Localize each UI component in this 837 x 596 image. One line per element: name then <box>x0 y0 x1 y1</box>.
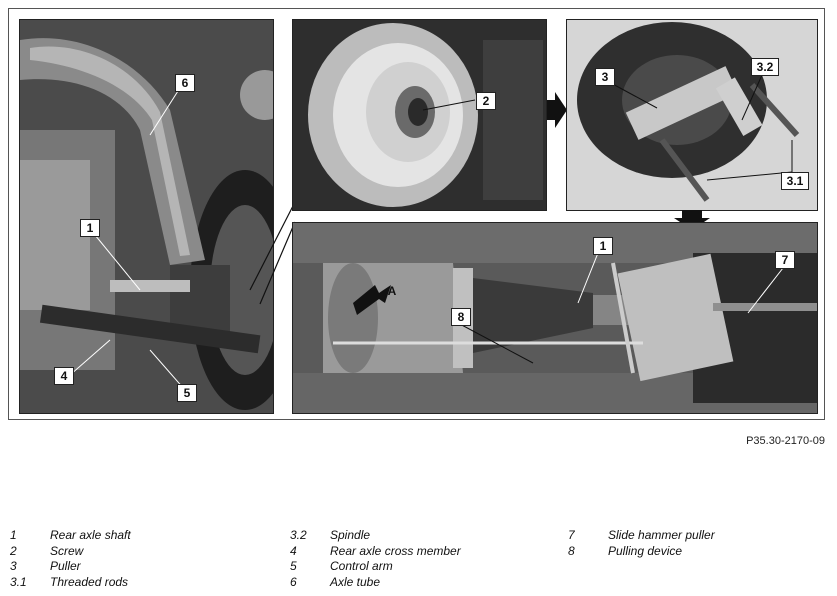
photo-puller: 3 3.2 3.1 <box>566 19 818 211</box>
connector-lines <box>249 201 296 305</box>
callout-5: 5 <box>177 384 197 402</box>
callout-1-detail: 1 <box>593 237 613 255</box>
callout-3: 3 <box>595 68 615 86</box>
photo-underbody: 6 1 4 5 <box>19 19 274 414</box>
arrow-down-icon <box>674 210 710 230</box>
callout-4: 4 <box>54 367 74 385</box>
callout-8: 8 <box>451 308 471 326</box>
callout-3-2: 3.2 <box>751 58 779 76</box>
callout-2: 2 <box>476 92 496 110</box>
callout-3-1: 3.1 <box>781 172 809 190</box>
arrow-right-icon <box>547 92 567 128</box>
photo-pulling-device: 1 7 A 8 <box>292 222 818 414</box>
callout-6: 6 <box>175 74 195 92</box>
figure-reference: P35.30-2170-09 <box>746 435 825 447</box>
callout-A: A <box>387 284 397 298</box>
photo-brake-drum: 2 <box>292 19 547 211</box>
callout-7: 7 <box>775 251 795 269</box>
callout-1: 1 <box>80 219 100 237</box>
